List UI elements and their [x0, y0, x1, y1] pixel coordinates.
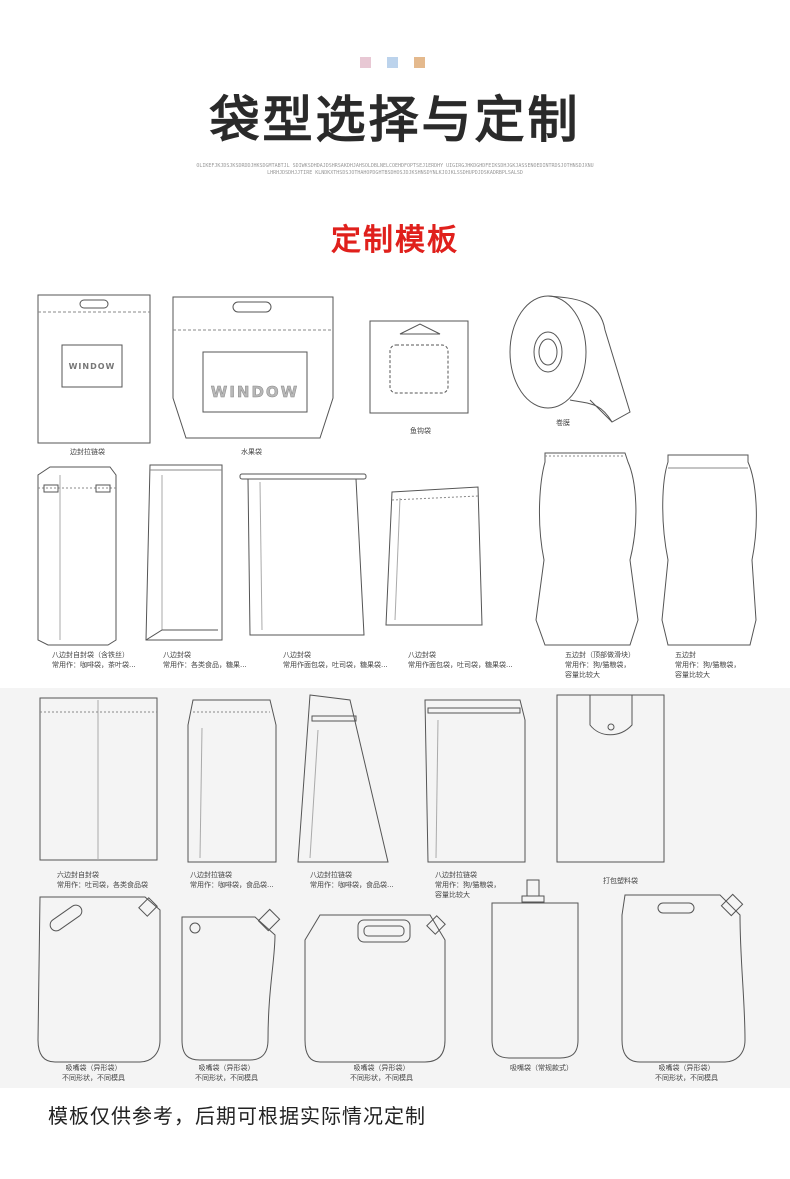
caption-20: 吸嘴袋（异形袋） 不同形状，不同模具: [655, 1063, 718, 1083]
caption-13: 八边封拉链袋 常用作：咖啡袋，食品袋...: [310, 870, 394, 890]
roll-film: [509, 295, 631, 423]
dot-pink: [360, 57, 371, 68]
bag-five-side: [661, 454, 757, 646]
caption-7-title: 八边封袋: [283, 651, 311, 659]
caption-1: 边封拉链袋: [70, 448, 105, 456]
bag-eight-side-zipper-1: [187, 699, 277, 863]
caption-3: 鱼钩袋: [410, 427, 431, 435]
decorative-dots: [360, 57, 425, 68]
spout-pouch-5: [621, 893, 746, 1063]
bag-packing-plastic: [556, 694, 665, 863]
bag-fruit: WINDOW: [172, 296, 334, 439]
caption-8-title: 八边封袋: [408, 651, 436, 659]
caption-13-title: 八边封拉链袋: [310, 871, 352, 879]
caption-5-desc: 常用作：咖啡袋，茶叶袋...: [52, 661, 136, 669]
caption-6: 八边封袋 常用作：各类食品，糖果...: [163, 650, 247, 670]
caption-14: 八边封拉链袋 常用作：狗/猫粮袋， 容量比较大: [435, 870, 500, 900]
page-title: 袋型选择与定制: [209, 91, 581, 149]
dot-orange: [414, 57, 425, 68]
decorative-subtext: OLIKEFJKJDSJKSDRDDJHKSDGMTABTJL SDIWKSDH…: [196, 163, 594, 176]
caption-16: 吸嘴袋（异形袋） 不同形状，不同模具: [62, 1063, 125, 1083]
caption-13-desc: 常用作：咖啡袋，食品袋...: [310, 881, 394, 889]
caption-6-title: 八边封袋: [163, 651, 191, 659]
spout-pouch-3: [304, 914, 446, 1063]
caption-14-note: 容量比较大: [435, 891, 470, 899]
caption-16-desc: 不同形状，不同模具: [62, 1074, 125, 1082]
caption-16-title: 吸嘴袋（异形袋）: [65, 1064, 122, 1072]
caption-9: 五边封（顶部做滑块） 常用作：狗/猫粮袋， 容量比较大: [565, 650, 635, 680]
caption-14-desc: 常用作：狗/猫粮袋，: [435, 881, 501, 889]
caption-10-title: 五边封: [675, 651, 696, 659]
caption-11-title: 六边封自封袋: [57, 871, 99, 879]
caption-9-note: 容量比较大: [565, 671, 600, 679]
bag-eight-side-3: [385, 486, 483, 626]
caption-8: 八边封袋 常用作面包袋，吐司袋，糖果袋...: [408, 650, 513, 670]
bag-five-side-slider: [535, 452, 639, 646]
caption-12: 八边封拉链袋 常用作：咖啡袋，食品袋...: [190, 870, 274, 890]
caption-18: 吸嘴袋（异形袋） 不同形状，不同模具: [350, 1063, 413, 1083]
caption-17-desc: 不同形状，不同模具: [195, 1074, 258, 1082]
caption-10-desc: 常用作：狗/猫粮袋，: [675, 661, 741, 669]
caption-5-title: 八边封自封袋（含铁丝）: [52, 651, 129, 659]
caption-18-title: 吸嘴袋（异形袋）: [353, 1064, 410, 1072]
footer-note: 模板仅供参考，后期可根据实际情况定制: [48, 1104, 426, 1128]
caption-5: 八边封自封袋（含铁丝） 常用作：咖啡袋，茶叶袋...: [52, 650, 136, 670]
caption-20-title: 吸嘴袋（异形袋）: [658, 1064, 715, 1072]
dot-blue: [387, 57, 398, 68]
caption-9-desc: 常用作：狗/猫粮袋，: [565, 661, 631, 669]
bag-eight-side-zipper-2: [297, 694, 389, 863]
caption-4: 卷膜: [556, 419, 570, 427]
bag-hook: [369, 320, 469, 414]
caption-11-desc: 常用作：吐司袋，各类食品袋: [57, 881, 148, 889]
caption-6-desc: 常用作：各类食品，糖果...: [163, 661, 247, 669]
caption-15: 打包塑料袋: [603, 877, 638, 885]
caption-8-desc: 常用作面包袋，吐司袋，糖果袋...: [408, 661, 513, 669]
bag-eight-side-2: [239, 473, 367, 636]
caption-18-desc: 不同形状，不同模具: [350, 1074, 413, 1082]
caption-10: 五边封 常用作：狗/猫粮袋， 容量比较大: [675, 650, 740, 680]
section-title: 定制模板: [331, 223, 459, 258]
caption-12-desc: 常用作：咖啡袋，食品袋...: [190, 881, 274, 889]
caption-11: 六边封自封袋 常用作：吐司袋，各类食品袋: [57, 870, 148, 890]
caption-2: 水果袋: [241, 448, 262, 456]
bag-six-side-zipper: [39, 697, 158, 861]
caption-20-desc: 不同形状，不同模具: [655, 1074, 718, 1082]
caption-17: 吸嘴袋（异形袋） 不同形状，不同模具: [195, 1063, 258, 1083]
lower-background: [0, 688, 790, 1088]
window-label: WINDOW: [69, 362, 116, 371]
caption-17-title: 吸嘴袋（异形袋）: [198, 1064, 255, 1072]
bag-side-seal-zipper: WINDOW: [37, 294, 151, 444]
caption-10-note: 容量比较大: [675, 671, 710, 679]
spout-pouch-2: [181, 908, 281, 1061]
caption-19: 吸嘴袋（常规款式）: [510, 1064, 573, 1072]
spout-pouch-4: [491, 879, 579, 1059]
bag-eight-side: [145, 464, 223, 641]
caption-12-title: 八边封拉链袋: [190, 871, 232, 879]
bag-eight-side-zipper-3: [424, 699, 526, 863]
spout-pouch-1: [37, 896, 161, 1063]
caption-9-title: 五边封（顶部做滑块）: [565, 651, 635, 659]
caption-7-desc: 常用作面包袋，吐司袋，糖果袋...: [283, 661, 388, 669]
caption-7: 八边封袋 常用作面包袋，吐司袋，糖果袋...: [283, 650, 388, 670]
window-label-large: WINDOW: [211, 383, 299, 401]
bag-eight-side-wire: [37, 466, 117, 646]
caption-14-title: 八边封拉链袋: [435, 871, 477, 879]
